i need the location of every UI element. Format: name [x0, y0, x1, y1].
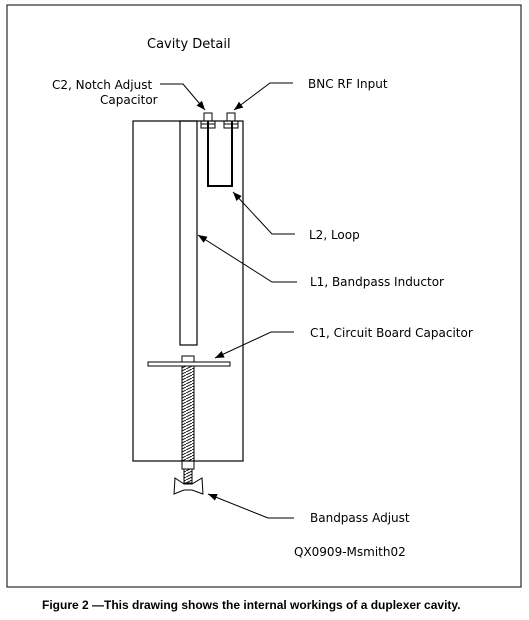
- bandpass-adjust-leader: [207, 493, 294, 519]
- c2-notch-adjust-capacitor: [200, 112, 216, 129]
- c1-nut: [181, 355, 195, 363]
- bnc-leader: [233, 82, 293, 111]
- c1-leader: [214, 331, 294, 359]
- l1-bandpass-inductor: [179, 120, 198, 346]
- c2-leader: [160, 83, 206, 111]
- c1-circuit-board-capacitor: [147, 361, 231, 367]
- wing-nut-icon: [173, 477, 204, 495]
- c1-label: C1, Circuit Board Capacitor: [310, 326, 473, 340]
- c2-label-line2: Capacitor: [100, 93, 158, 107]
- l2-label: L2, Loop: [309, 228, 360, 242]
- figure-caption: Figure 2 —This drawing shows the interna…: [42, 598, 461, 612]
- bnc-label: BNC RF Input: [308, 77, 388, 91]
- l2-leader: [232, 191, 295, 235]
- bandpass-adjust-label: Bandpass Adjust: [310, 511, 410, 525]
- diagram-title: Cavity Detail: [147, 37, 231, 52]
- l2-loop: [207, 121, 233, 187]
- threaded-rod: [181, 365, 195, 462]
- l1-leader: [197, 234, 297, 283]
- bnc-connector: [223, 112, 239, 129]
- figure-frame: [6, 4, 522, 588]
- rod-lower-nut: [181, 460, 195, 470]
- l1-label: L1, Bandpass Inductor: [310, 275, 444, 289]
- drawing-id: QX0909-Msmith02: [294, 545, 406, 559]
- rod-extension: [183, 468, 193, 484]
- c2-label-line1: C2, Notch Adjust: [52, 78, 152, 92]
